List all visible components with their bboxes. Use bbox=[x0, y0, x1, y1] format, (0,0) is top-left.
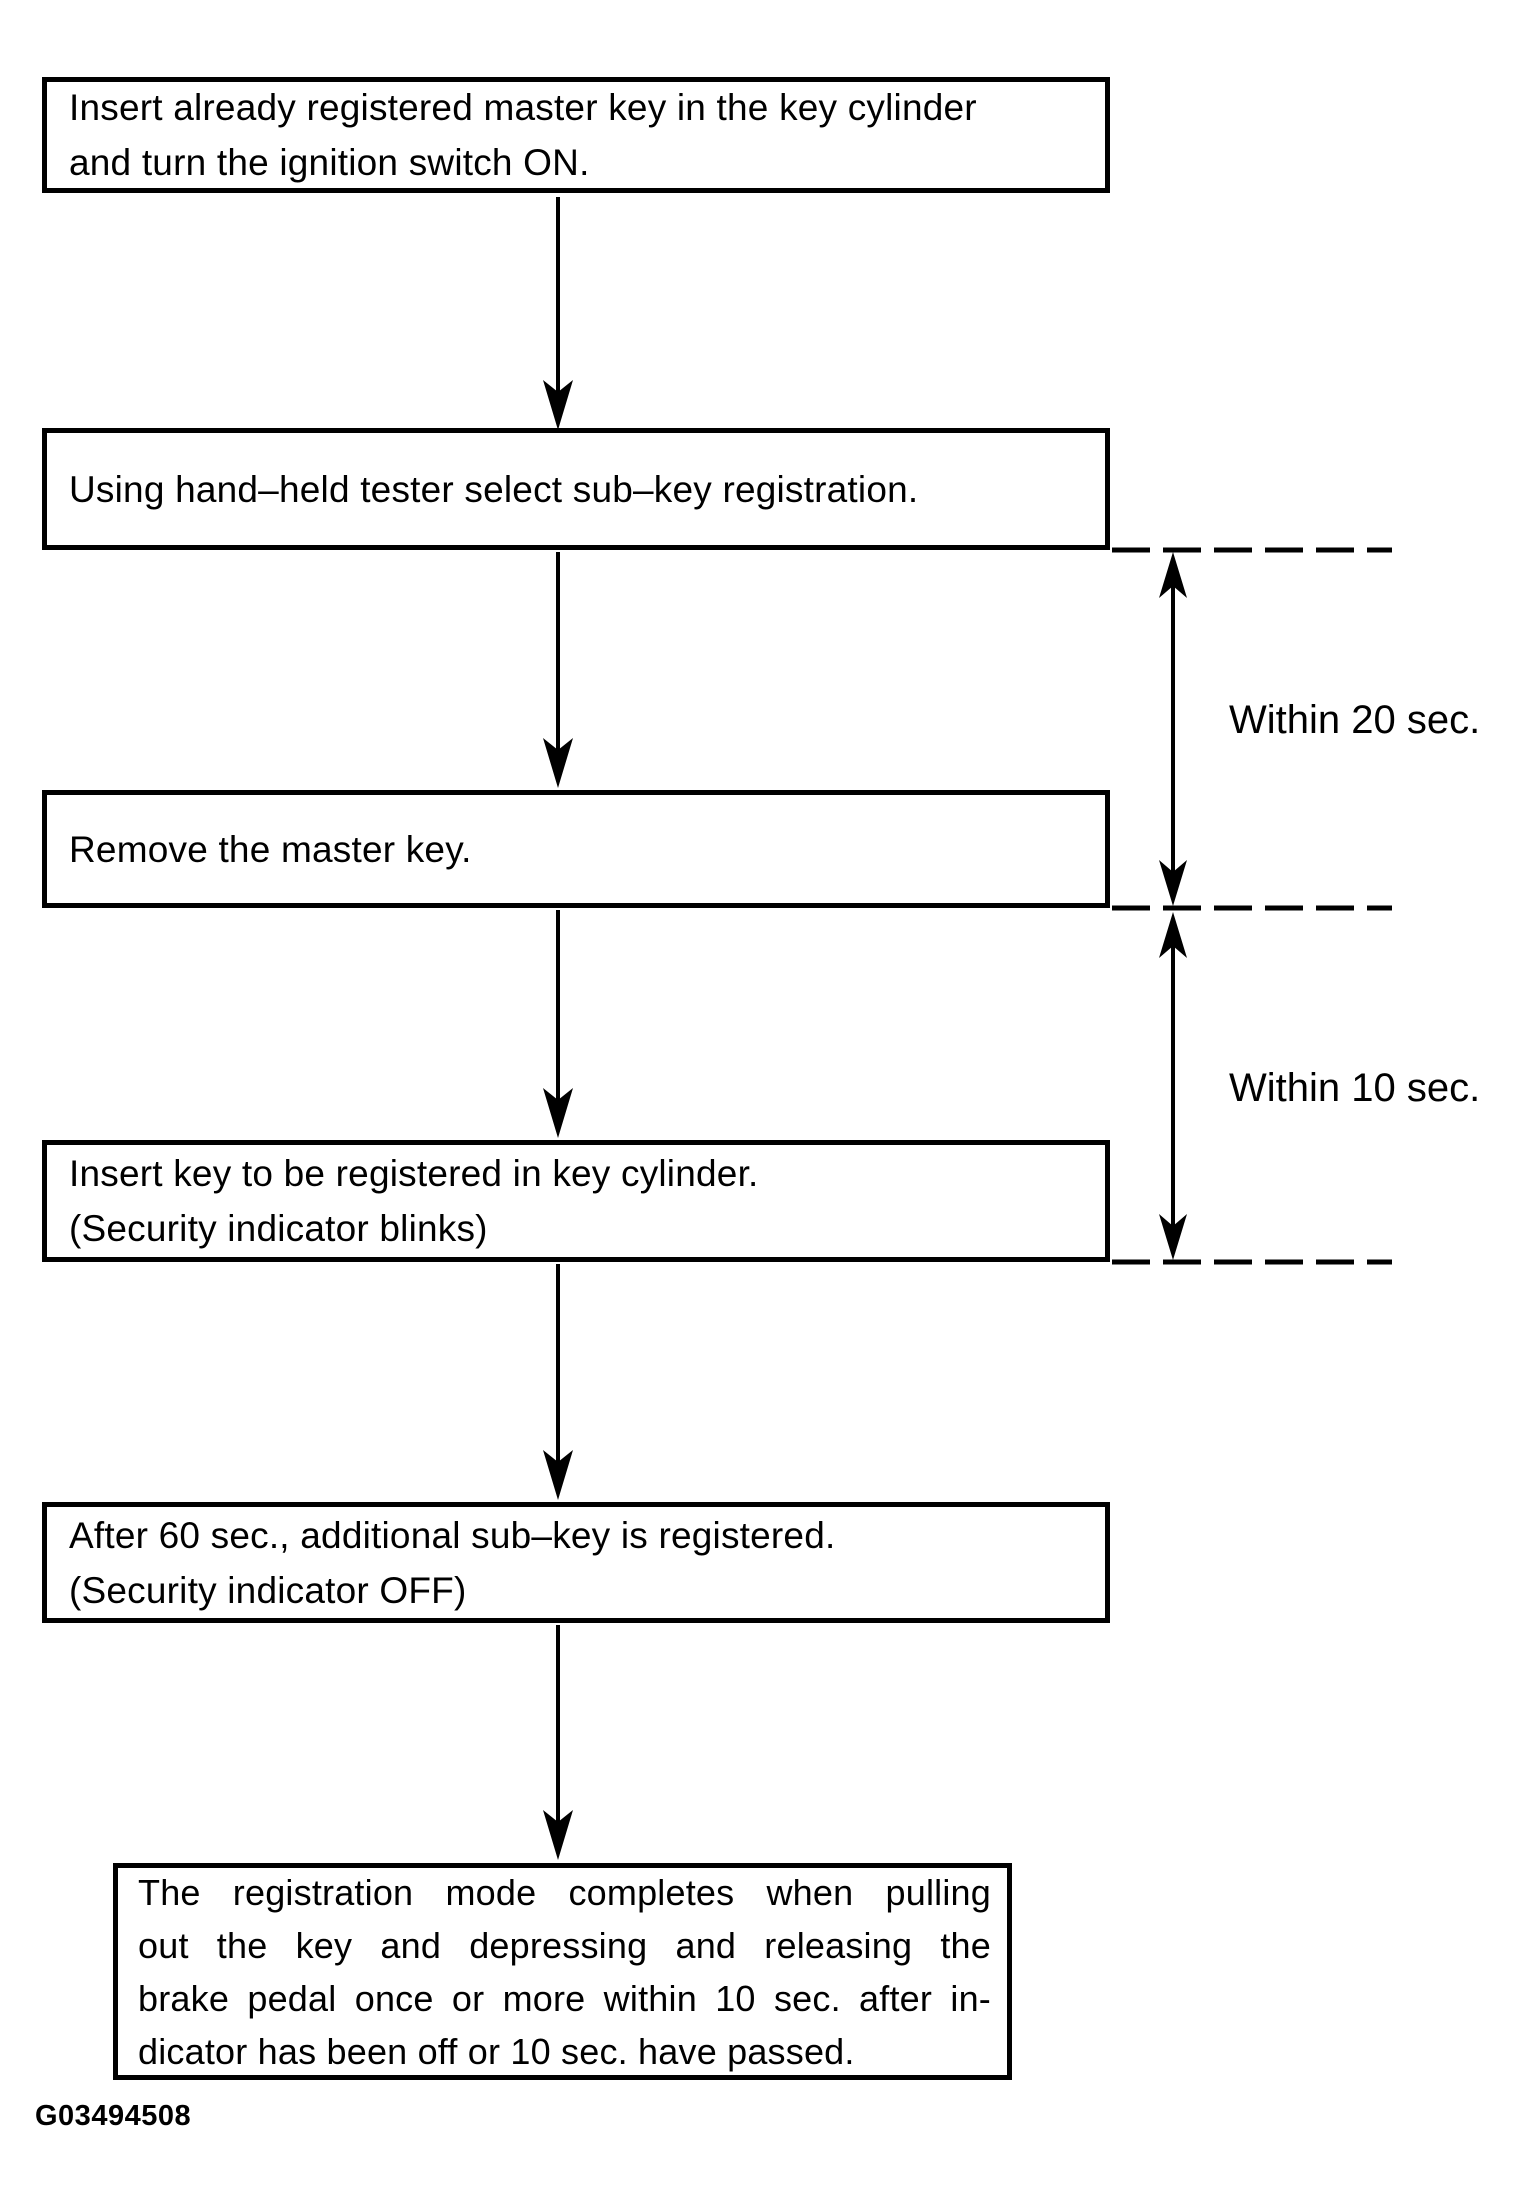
step-6-text-line: out the key and depressing and releasing… bbox=[138, 1924, 991, 1966]
flow-arrow-4-5 bbox=[543, 1264, 573, 1500]
step-box-5: After 60 sec., additional sub–key is reg… bbox=[42, 1502, 1110, 1623]
figure-id: G03494508 bbox=[35, 2100, 192, 2132]
flow-arrow-2-3 bbox=[543, 552, 573, 788]
step-box-3: Remove the master key. bbox=[42, 790, 1110, 908]
step-5-text-line: (Security indicator OFF) bbox=[69, 1569, 467, 1611]
timing-arrow-20sec bbox=[1159, 552, 1187, 906]
step-5-text-line: After 60 sec., additional sub–key is reg… bbox=[69, 1514, 836, 1556]
step-box-1: Insert already registered master key in … bbox=[42, 77, 1110, 193]
step-box-2: Using hand–held tester select sub–key re… bbox=[42, 428, 1110, 550]
step-1-text-line: Insert already registered master key in … bbox=[69, 87, 977, 128]
step-4-text-line: Insert key to be registered in key cylin… bbox=[69, 1153, 759, 1194]
step-6-text-line: The registration mode completes when pul… bbox=[138, 1871, 991, 1913]
step-1-text-line: and turn the ignition switch ON. bbox=[69, 142, 590, 183]
step-6-text-line: dicator has been off or 10 sec. have pas… bbox=[138, 2030, 855, 2072]
step-3-text-line: Remove the master key. bbox=[69, 828, 472, 870]
flow-arrow-5-6 bbox=[543, 1625, 573, 1860]
step-box-6: The registration mode completes when pul… bbox=[113, 1863, 1012, 2080]
flow-arrow-3-4 bbox=[543, 910, 573, 1138]
timing-label-within-20-sec: Within 20 sec. bbox=[1229, 698, 1481, 742]
flow-arrow-1-2 bbox=[543, 197, 573, 430]
dashed-extension-lines bbox=[1112, 547, 1392, 1265]
timing-label-within-10-sec: Within 10 sec. bbox=[1229, 1066, 1481, 1110]
step-box-4: Insert key to be registered in key cylin… bbox=[42, 1140, 1110, 1262]
step-4-text-line: (Security indicator blinks) bbox=[69, 1208, 488, 1249]
step-6-text-line: brake pedal once or more within 10 sec. … bbox=[138, 1977, 991, 2019]
step-2-text-line: Using hand–held tester select sub–key re… bbox=[69, 468, 919, 510]
timing-arrow-10sec bbox=[1159, 912, 1187, 1260]
